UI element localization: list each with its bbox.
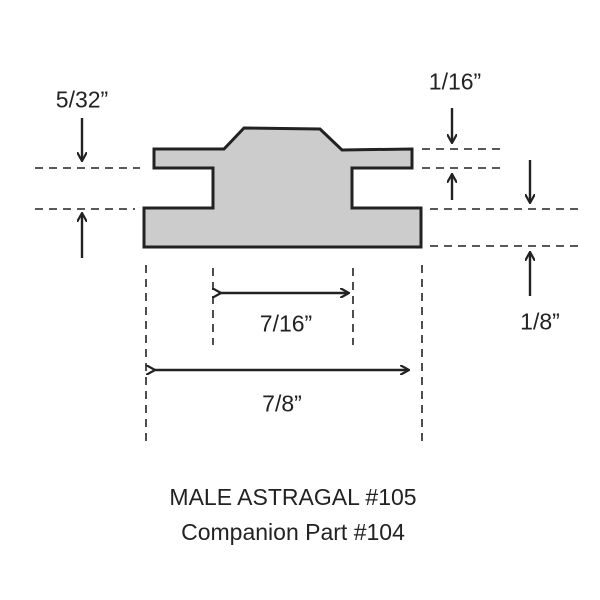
dimension-label-7-8: 7/8” [262, 390, 302, 417]
astragal-profile [142, 126, 423, 249]
dimension-label-5-32: 5/32” [55, 86, 109, 113]
extension-lines [35, 148, 578, 442]
caption-title: MALE ASTRAGAL #105 [169, 484, 417, 510]
caption-subtitle: Companion Part #104 [181, 519, 405, 545]
dimension-label-1-8: 1/8” [520, 308, 560, 335]
dimension-label-7-16: 7/16” [259, 310, 313, 337]
dimension-label-1-16: 1/16” [428, 68, 482, 95]
